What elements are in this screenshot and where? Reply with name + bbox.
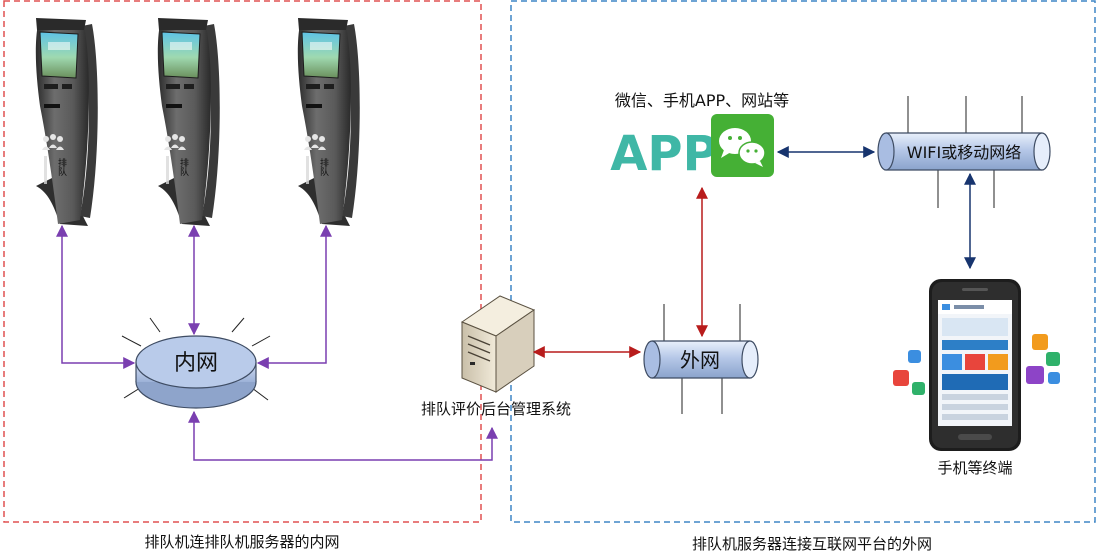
kiosk-1-side-text: 排队	[56, 157, 67, 177]
mobile-links	[776, 146, 976, 270]
kiosk-3-side-text: 排队	[318, 157, 329, 177]
kiosk-2-side-text: 排队	[178, 157, 189, 177]
wifi-node: WIFI或移动网络	[877, 96, 1051, 208]
floating-app-icon	[1048, 372, 1060, 384]
floating-app-icon	[1032, 334, 1048, 350]
link-kiosk3-intranet	[256, 224, 332, 369]
link-intranet-server	[188, 410, 498, 461]
wechat-icon	[711, 114, 774, 177]
kiosk-3: 排队	[297, 17, 361, 227]
extranet-zone-caption: 排队机服务器连接互联网平台的外网	[692, 535, 932, 553]
link-kiosk1-intranet	[56, 224, 136, 369]
kiosk-2: 排队	[157, 17, 221, 227]
intranet-label: 内网	[174, 351, 218, 376]
intranet-zone-caption: 排队机连排队机服务器的内网	[144, 533, 339, 551]
wifi-label: WIFI或移动网络	[907, 143, 1021, 162]
server-label: 排队评价后台管理系统	[421, 400, 571, 418]
app-logo: APP	[610, 126, 718, 182]
extranet-zone-border	[510, 0, 1096, 523]
phone-node: 手机等终端	[893, 279, 1060, 477]
floating-app-icon	[1046, 352, 1060, 366]
server-node: 排队评价后台管理系统	[421, 295, 571, 418]
kiosk-1: 排队	[35, 17, 99, 227]
extranet-node: 外网	[643, 304, 759, 414]
extranet-links	[532, 186, 708, 358]
floating-app-icon	[912, 382, 925, 395]
extranet-label: 外网	[680, 348, 720, 372]
floating-app-icon	[908, 350, 921, 363]
phone-label: 手机等终端	[937, 459, 1012, 477]
intranet-links	[56, 224, 498, 461]
intranet-zone-border	[3, 0, 482, 523]
intranet-node: 内网	[121, 317, 271, 409]
app-caption: 微信、手机APP、网站等	[615, 91, 789, 110]
floating-app-icon	[893, 370, 909, 386]
floating-app-icon	[1026, 366, 1044, 384]
